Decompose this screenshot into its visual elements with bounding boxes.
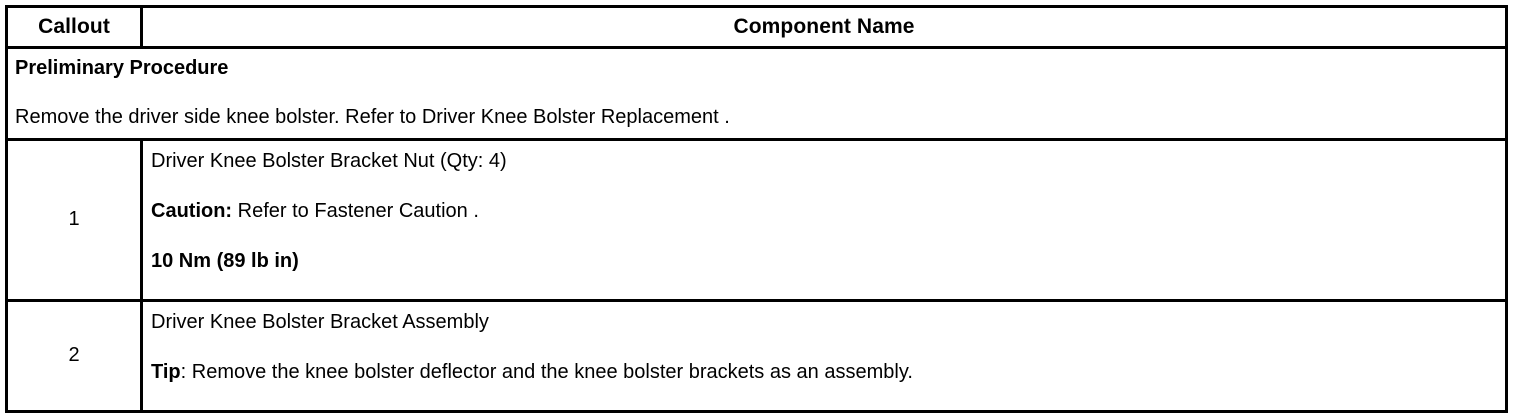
component-cell-1: Driver Knee Bolster Bracket Nut (Qty: 4)… xyxy=(140,138,1508,302)
column-header-callout: Callout xyxy=(5,5,143,49)
callout-number-1: 1 xyxy=(5,138,143,302)
column-header-component-name: Component Name xyxy=(140,5,1508,49)
caution-text: Refer to Fastener Caution . xyxy=(232,200,479,222)
callout-number-2: 2 xyxy=(5,299,143,413)
component-name-2: Driver Knee Bolster Bracket Assembly xyxy=(151,311,489,333)
caution-label: Caution: xyxy=(151,200,233,222)
document-page: Callout Component Name Preliminary Proce… xyxy=(5,5,1508,413)
tip-label: Tip xyxy=(151,361,181,383)
table-row: 2 Driver Knee Bolster Bracket Assembly T… xyxy=(5,299,1508,413)
table-header: Callout Component Name xyxy=(5,5,1508,49)
preliminary-procedure-title: Preliminary Procedure xyxy=(15,57,229,79)
caution-line: Caution: Refer to Fastener Caution . xyxy=(151,199,1505,223)
torque-specification: 10 Nm (89 lb in) xyxy=(151,250,299,272)
preliminary-procedure-cell: Preliminary Procedure Remove the driver … xyxy=(5,46,1508,141)
table-row-preliminary: Preliminary Procedure Remove the driver … xyxy=(5,46,1508,141)
tip-text: : Remove the knee bolster deflector and … xyxy=(180,361,913,383)
preliminary-procedure-text: Remove the driver side knee bolster. Ref… xyxy=(15,106,730,128)
table-header-row: Callout Component Name xyxy=(5,5,1508,49)
component-name-1: Driver Knee Bolster Bracket Nut (Qty: 4) xyxy=(151,150,507,172)
table-body: Preliminary Procedure Remove the driver … xyxy=(5,46,1508,413)
tip-line: Tip: Remove the knee bolster deflector a… xyxy=(151,360,1505,384)
table-row: 1 Driver Knee Bolster Bracket Nut (Qty: … xyxy=(5,138,1508,302)
component-table: Callout Component Name Preliminary Proce… xyxy=(5,5,1508,413)
component-cell-2: Driver Knee Bolster Bracket Assembly Tip… xyxy=(140,299,1508,413)
